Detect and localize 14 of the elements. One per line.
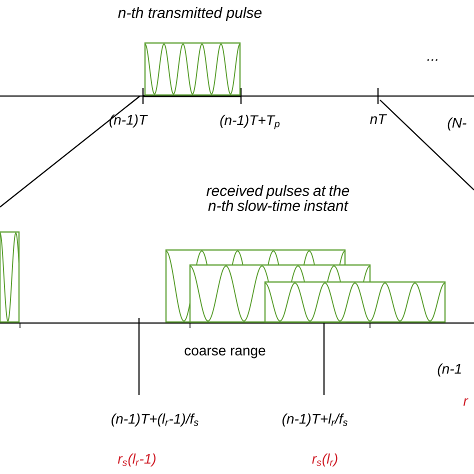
sample-label: r (463, 398, 468, 406)
time-label: nT (370, 114, 387, 124)
heading: n-th transmitted pulse (118, 7, 262, 21)
time-label: (n-1)T (110, 114, 148, 128)
time-label: (n-1)T+l$_{r}$/f$_{s}$ (282, 413, 348, 427)
ellipsis: ... (427, 59, 438, 61)
time-label: (n-1)T+T$_{p}$ (220, 114, 280, 130)
range-label: coarse range (184, 348, 266, 358)
sample-label: r$_{s}$(l$_{r}$) (312, 453, 338, 467)
time-label: (N- (448, 117, 466, 131)
time-label: (n-1 (438, 363, 461, 377)
caption: received pulses at the n-th slow-time instant (206, 185, 350, 211)
sample-label: r$_{s}$(l$_{r}$-1) (118, 453, 156, 467)
time-label: (n-1)T+(l$_{r}$-1)/f$_{s}$ (112, 413, 198, 427)
